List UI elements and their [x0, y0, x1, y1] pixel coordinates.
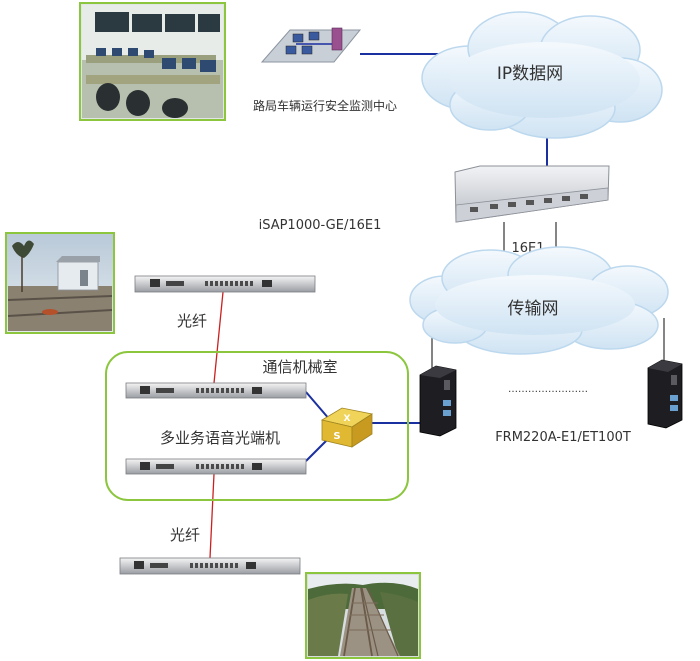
media-converter-icon-right	[647, 359, 683, 429]
isap-model-label: iSAP1000-GE/16E1	[259, 218, 382, 233]
link-terminal-top-to-switch	[305, 391, 331, 421]
switch-top-letter: X	[344, 414, 351, 424]
optical-terminal-label: 多业务语音光端机	[160, 429, 280, 447]
transport-network-cloud: 传输网	[409, 246, 669, 355]
frm-model-label: FRM220A-E1/ET100T	[495, 430, 631, 445]
fiber-line-bottom	[209, 473, 215, 559]
photo-control-room	[79, 2, 226, 121]
monitor-center-label: 路局车辆运行安全监测中心	[253, 98, 397, 113]
photo-railway-track	[305, 572, 421, 659]
ip-network-cloud: IP数据网	[421, 11, 663, 139]
photo-trackside-hut	[5, 232, 115, 334]
fiber-label-top: 光纤	[177, 312, 207, 330]
dots-label: ……………………	[508, 384, 588, 395]
fiber-line-top	[213, 291, 224, 384]
switch-front-letter: S	[333, 431, 340, 442]
optical-terminal-icon-bottom	[119, 557, 301, 575]
optical-terminal-icon-top	[134, 275, 316, 293]
rack-router-icon	[454, 165, 610, 223]
comm-room-label: 通信机械室	[262, 358, 337, 376]
media-converter-icon-left	[419, 365, 457, 437]
ip-network-label: IP数据网	[497, 64, 563, 84]
network-workstation-icon	[260, 27, 362, 63]
comm-room-box	[105, 351, 409, 501]
fiber-label-bottom: 光纤	[170, 526, 200, 544]
transport-network-label: 传输网	[508, 299, 559, 319]
ethernet-switch-icon: X S	[320, 407, 374, 448]
optical-terminal-icon-lower	[125, 458, 307, 475]
optical-terminal-icon-middle	[125, 382, 307, 399]
